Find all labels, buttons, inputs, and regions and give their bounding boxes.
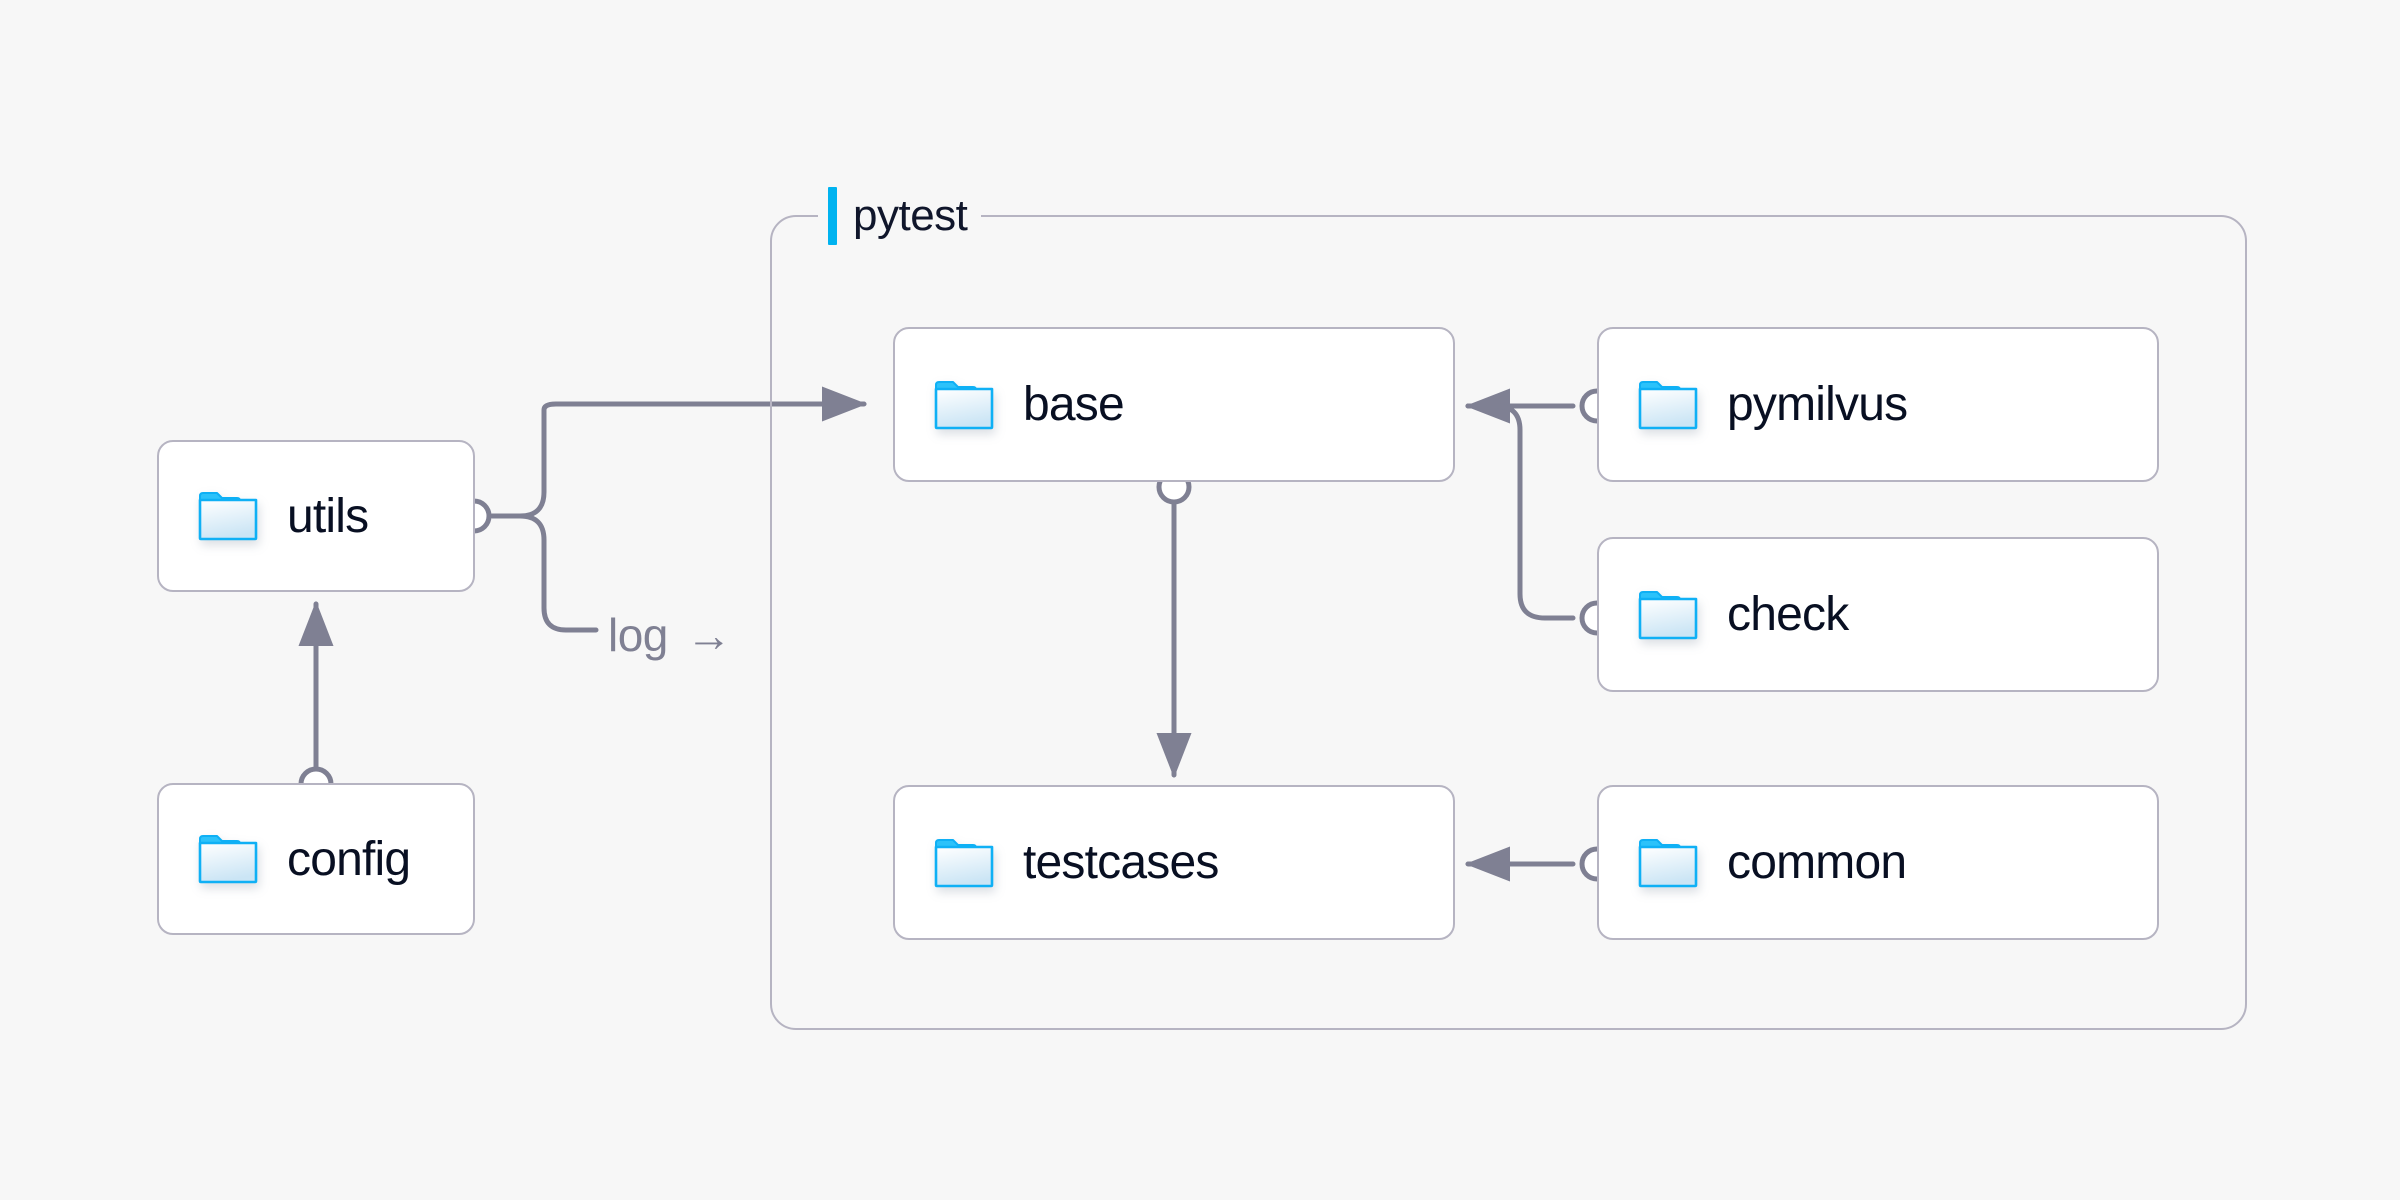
group-accent-bar xyxy=(828,187,837,245)
folder-icon xyxy=(1637,837,1699,889)
folder-icon xyxy=(933,837,995,889)
node-label: testcases xyxy=(1023,836,1219,889)
node-pymilvus[interactable]: pymilvus xyxy=(1597,327,2159,482)
node-label: utils xyxy=(287,489,369,543)
edge-label-text: log xyxy=(608,609,668,661)
group-pytest[interactable] xyxy=(770,215,2247,1030)
folder-icon xyxy=(197,490,259,542)
node-label: base xyxy=(1023,378,1125,431)
folder-icon xyxy=(1637,379,1699,431)
node-utils[interactable]: utils xyxy=(157,440,475,592)
node-label: check xyxy=(1727,588,1849,641)
group-pytest-label: pytest xyxy=(818,186,982,246)
node-check[interactable]: check xyxy=(1597,537,2159,692)
node-label: pymilvus xyxy=(1727,378,1908,431)
folder-icon xyxy=(933,379,995,431)
node-config[interactable]: config xyxy=(157,783,475,935)
node-label: config xyxy=(287,832,411,886)
arrow-right-icon: → xyxy=(685,609,732,661)
group-title-text: pytest xyxy=(853,191,968,240)
node-base[interactable]: base xyxy=(893,327,1455,482)
node-label: common xyxy=(1727,836,1907,889)
folder-icon xyxy=(197,833,259,885)
edge-label-log: log → xyxy=(608,608,732,662)
edge-utils-to-log xyxy=(517,513,599,633)
node-testcases[interactable]: testcases xyxy=(893,785,1455,940)
node-common[interactable]: common xyxy=(1597,785,2159,940)
folder-icon xyxy=(1637,589,1699,641)
